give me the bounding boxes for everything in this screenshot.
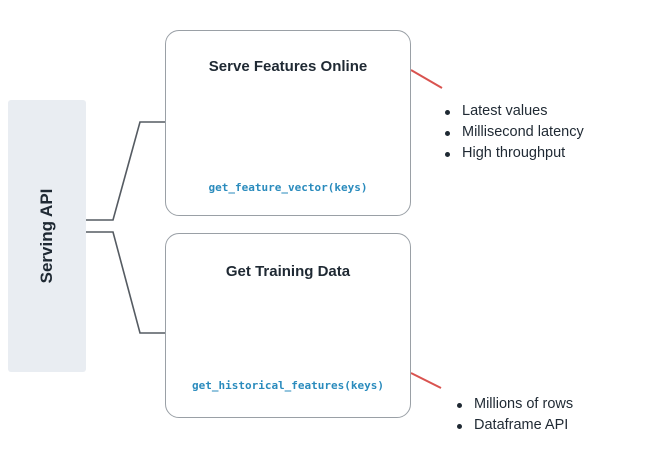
list-item: Latest values (443, 101, 584, 122)
callout-line-online (410, 69, 443, 89)
serve-online-card: Serve Features Online get_feature_vector… (165, 30, 411, 216)
serve-online-title: Serve Features Online (208, 58, 368, 75)
training-benefits-list: Millions of rows Dataframe API (455, 394, 573, 436)
training-data-title: Get Training Data (225, 263, 351, 280)
connector-to-training-card (86, 231, 165, 334)
connector-to-online-card (86, 121, 165, 221)
online-benefits-list: Latest values Millisecond latency High t… (443, 101, 584, 164)
list-item: Dataframe API (455, 415, 573, 436)
callout-line-training (410, 372, 442, 389)
list-item: High throughput (443, 143, 584, 164)
get-historical-features-code: get_historical_features(keys) (191, 379, 385, 392)
get-feature-vector-code: get_feature_vector(keys) (208, 181, 368, 194)
list-item: Millions of rows (455, 394, 573, 415)
training-data-card: Get Training Data get_historical_feature… (165, 233, 411, 418)
list-item: Millisecond latency (443, 122, 584, 143)
serving-api-panel: Serving API (8, 100, 86, 372)
